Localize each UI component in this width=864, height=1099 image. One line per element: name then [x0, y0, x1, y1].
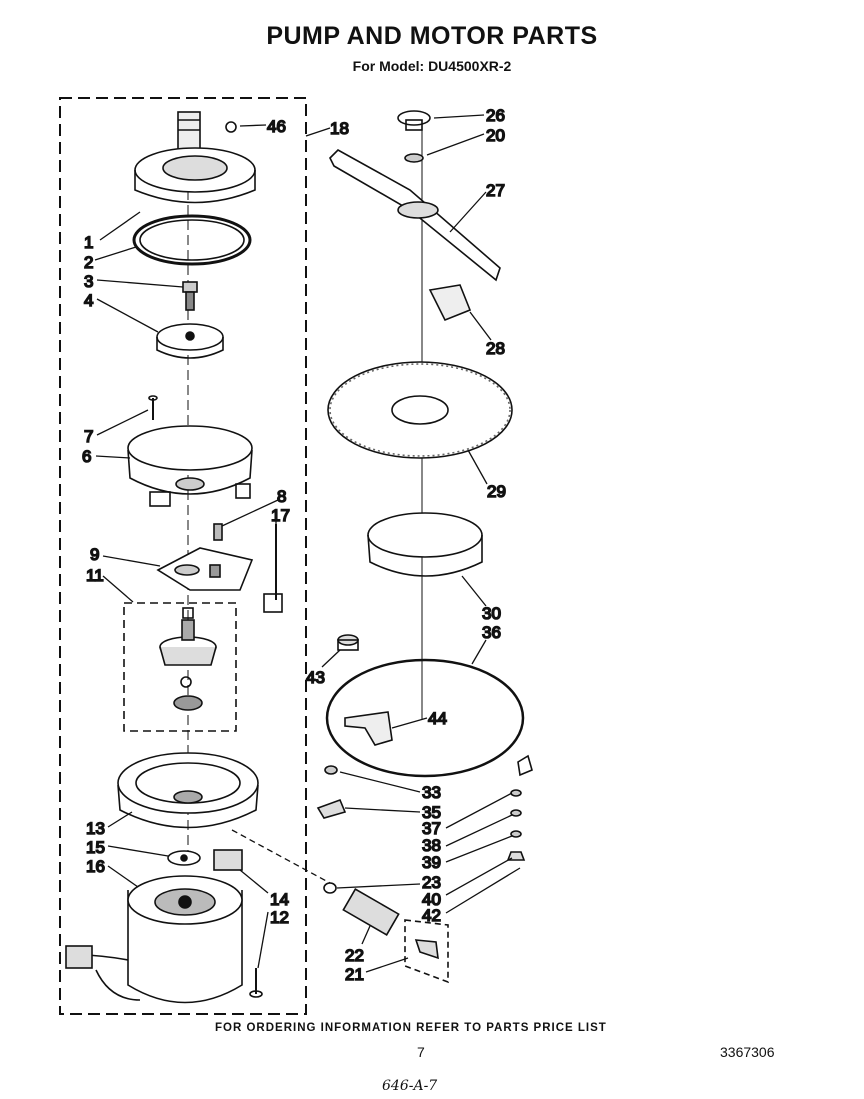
lower-spray-arm	[329, 149, 501, 282]
motor	[65, 875, 243, 1004]
cap-washer	[404, 153, 424, 163]
label-36: 36	[482, 623, 501, 642]
label-9: 9	[90, 545, 99, 564]
impeller	[156, 323, 224, 359]
label-37: 37	[422, 819, 441, 838]
label-44: 44	[428, 709, 447, 728]
label-33: 33	[422, 783, 441, 802]
page-title: PUMP AND MOTOR PARTS	[266, 22, 598, 50]
label-12: 12	[270, 908, 289, 927]
label-14: 14	[270, 890, 289, 909]
label-20: 20	[486, 126, 505, 145]
label-29: 29	[487, 482, 506, 501]
label-2: 2	[84, 253, 93, 272]
label-7: 7	[84, 427, 93, 446]
seal-plate	[156, 547, 254, 591]
pump-base	[127, 425, 253, 507]
label-23: 23	[422, 873, 441, 892]
ordering-note: FOR ORDERING INFORMATION REFER TO PARTS …	[215, 1022, 607, 1034]
spray-arm-clip	[428, 284, 472, 322]
heater-clip	[316, 798, 347, 819]
check-valve	[342, 888, 400, 936]
grommet	[324, 765, 338, 775]
handwritten-note: 646-A-7	[382, 1078, 438, 1094]
label-21: 21	[345, 965, 364, 984]
pump-housing-top	[134, 111, 256, 204]
label-8: 8	[277, 487, 286, 506]
heater-bracket	[344, 711, 393, 746]
page-number: 7	[417, 1044, 425, 1060]
gasket-ring	[132, 214, 252, 266]
label-13: 13	[86, 819, 105, 838]
label-6: 6	[82, 447, 91, 466]
heater-element	[325, 658, 525, 778]
label-4: 4	[84, 291, 93, 310]
bracket-box	[404, 919, 449, 984]
label-43: 43	[306, 668, 325, 687]
impeller-screw	[182, 281, 198, 311]
label-28: 28	[486, 339, 505, 358]
label-38: 38	[422, 836, 441, 855]
part-number: 3367306	[720, 1044, 775, 1060]
filter-ring	[367, 512, 483, 577]
label-22: 22	[345, 946, 364, 965]
label-17: 17	[271, 506, 290, 525]
fastener-stack	[506, 754, 533, 861]
label-27: 27	[486, 181, 505, 200]
label-46: 46	[267, 117, 286, 136]
label-15: 15	[86, 838, 105, 857]
label-40: 40	[422, 890, 441, 909]
o-ring	[323, 882, 337, 894]
motor-assembly-box	[59, 97, 307, 1015]
label-42: 42	[422, 906, 441, 925]
valve-clip	[414, 939, 439, 960]
label-1: 1	[84, 233, 93, 252]
motor-mount	[117, 752, 259, 829]
label-16: 16	[86, 857, 105, 876]
label-26: 26	[486, 106, 505, 125]
model-subtitle: For Model: DU4500XR-2	[352, 58, 512, 74]
brush-block	[213, 849, 243, 871]
label-35: 35	[422, 803, 441, 822]
sub-assembly-box	[123, 602, 237, 732]
label-3: 3	[84, 272, 93, 291]
chopper-assembly	[159, 607, 217, 711]
label-11: 11	[86, 566, 104, 585]
thermostat	[337, 634, 359, 651]
filter-screen	[327, 361, 513, 459]
label-39: 39	[422, 853, 441, 872]
label-18: 18	[330, 119, 349, 138]
spray-arm-cap	[397, 110, 431, 126]
label-30: 30	[482, 604, 501, 623]
